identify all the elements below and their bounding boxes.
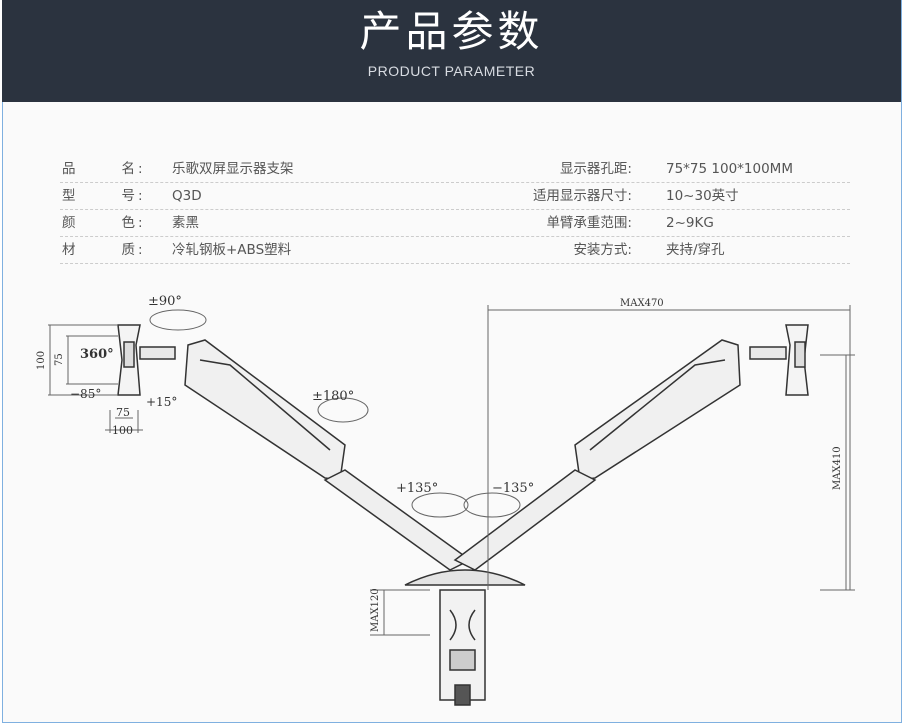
spec-row: 颜色: 素黑 单臂承重范围: 2~9KG: [60, 210, 850, 237]
spec-label: 材质: [62, 242, 135, 258]
spec-label-2: 安装方式:: [573, 242, 632, 258]
colon: :: [138, 215, 143, 231]
tilt-rotation-label: ±90°: [148, 294, 182, 309]
max-width-label: MAX470: [620, 298, 664, 309]
spec-value: 冷轧钢板+ABS塑料: [172, 242, 292, 258]
vesa-height-100: 100: [36, 351, 47, 370]
spec-value: 乐歌双屏显示器支架: [172, 161, 294, 177]
spec-row: 品名: 乐歌双屏显示器支架 显示器孔距: 75*75 100*100MM: [60, 156, 850, 183]
tilt-up-label: +15°: [146, 395, 177, 409]
page-title: 产品参数: [359, 7, 544, 56]
spec-value-2: 夹持/穿孔: [666, 242, 725, 258]
vesa-height-75: 75: [54, 353, 65, 366]
spec-value: Q3D: [172, 188, 202, 204]
page-subtitle: PRODUCT PARAMETER: [367, 63, 536, 79]
spec-label: 颜色: [62, 215, 135, 231]
spec-row: 材质: 冷轧钢板+ABS塑料 安装方式: 夹持/穿孔: [60, 237, 850, 264]
spec-table: 品名: 乐歌双屏显示器支架 显示器孔距: 75*75 100*100MM 型号: Q3D…: [60, 156, 850, 264]
spec-label-2: 单臂承重范围:: [546, 215, 632, 231]
spec-label-2: 显示器孔距:: [559, 161, 632, 177]
vesa-width-75: 75: [116, 406, 130, 419]
dimension-lines: [48, 305, 855, 636]
max-height-label: MAX410: [832, 446, 843, 490]
spec-row: 型号: Q3D 适用显示器尺寸: 10~30英寸: [60, 183, 850, 210]
spec-value-2: 10~30英寸: [666, 188, 739, 204]
colon: :: [138, 242, 143, 258]
colon: :: [138, 161, 143, 177]
spec-label: 型号: [62, 188, 135, 204]
vesa-width-100: 100: [112, 424, 133, 437]
spec-value-2: 75*75 100*100MM: [666, 161, 793, 177]
spec-label-2: 适用显示器尺寸:: [532, 188, 632, 204]
spec-value-2: 2~9KG: [666, 215, 714, 231]
tilt-down-label: −85°: [70, 387, 101, 401]
arm-outline: [117, 324, 809, 706]
swivel-left-label: +135°: [396, 481, 438, 496]
colon: :: [138, 188, 143, 204]
rotate-label: 360°: [80, 347, 114, 362]
swivel-right-label: −135°: [492, 481, 534, 496]
spec-label: 品名: [62, 161, 135, 177]
arm-swivel-label: ±180°: [312, 389, 354, 404]
max-clamp-label: MAX120: [370, 588, 381, 632]
header-banner: 产品参数 PRODUCT PARAMETER: [2, 0, 901, 102]
spec-value: 素黑: [172, 215, 199, 231]
